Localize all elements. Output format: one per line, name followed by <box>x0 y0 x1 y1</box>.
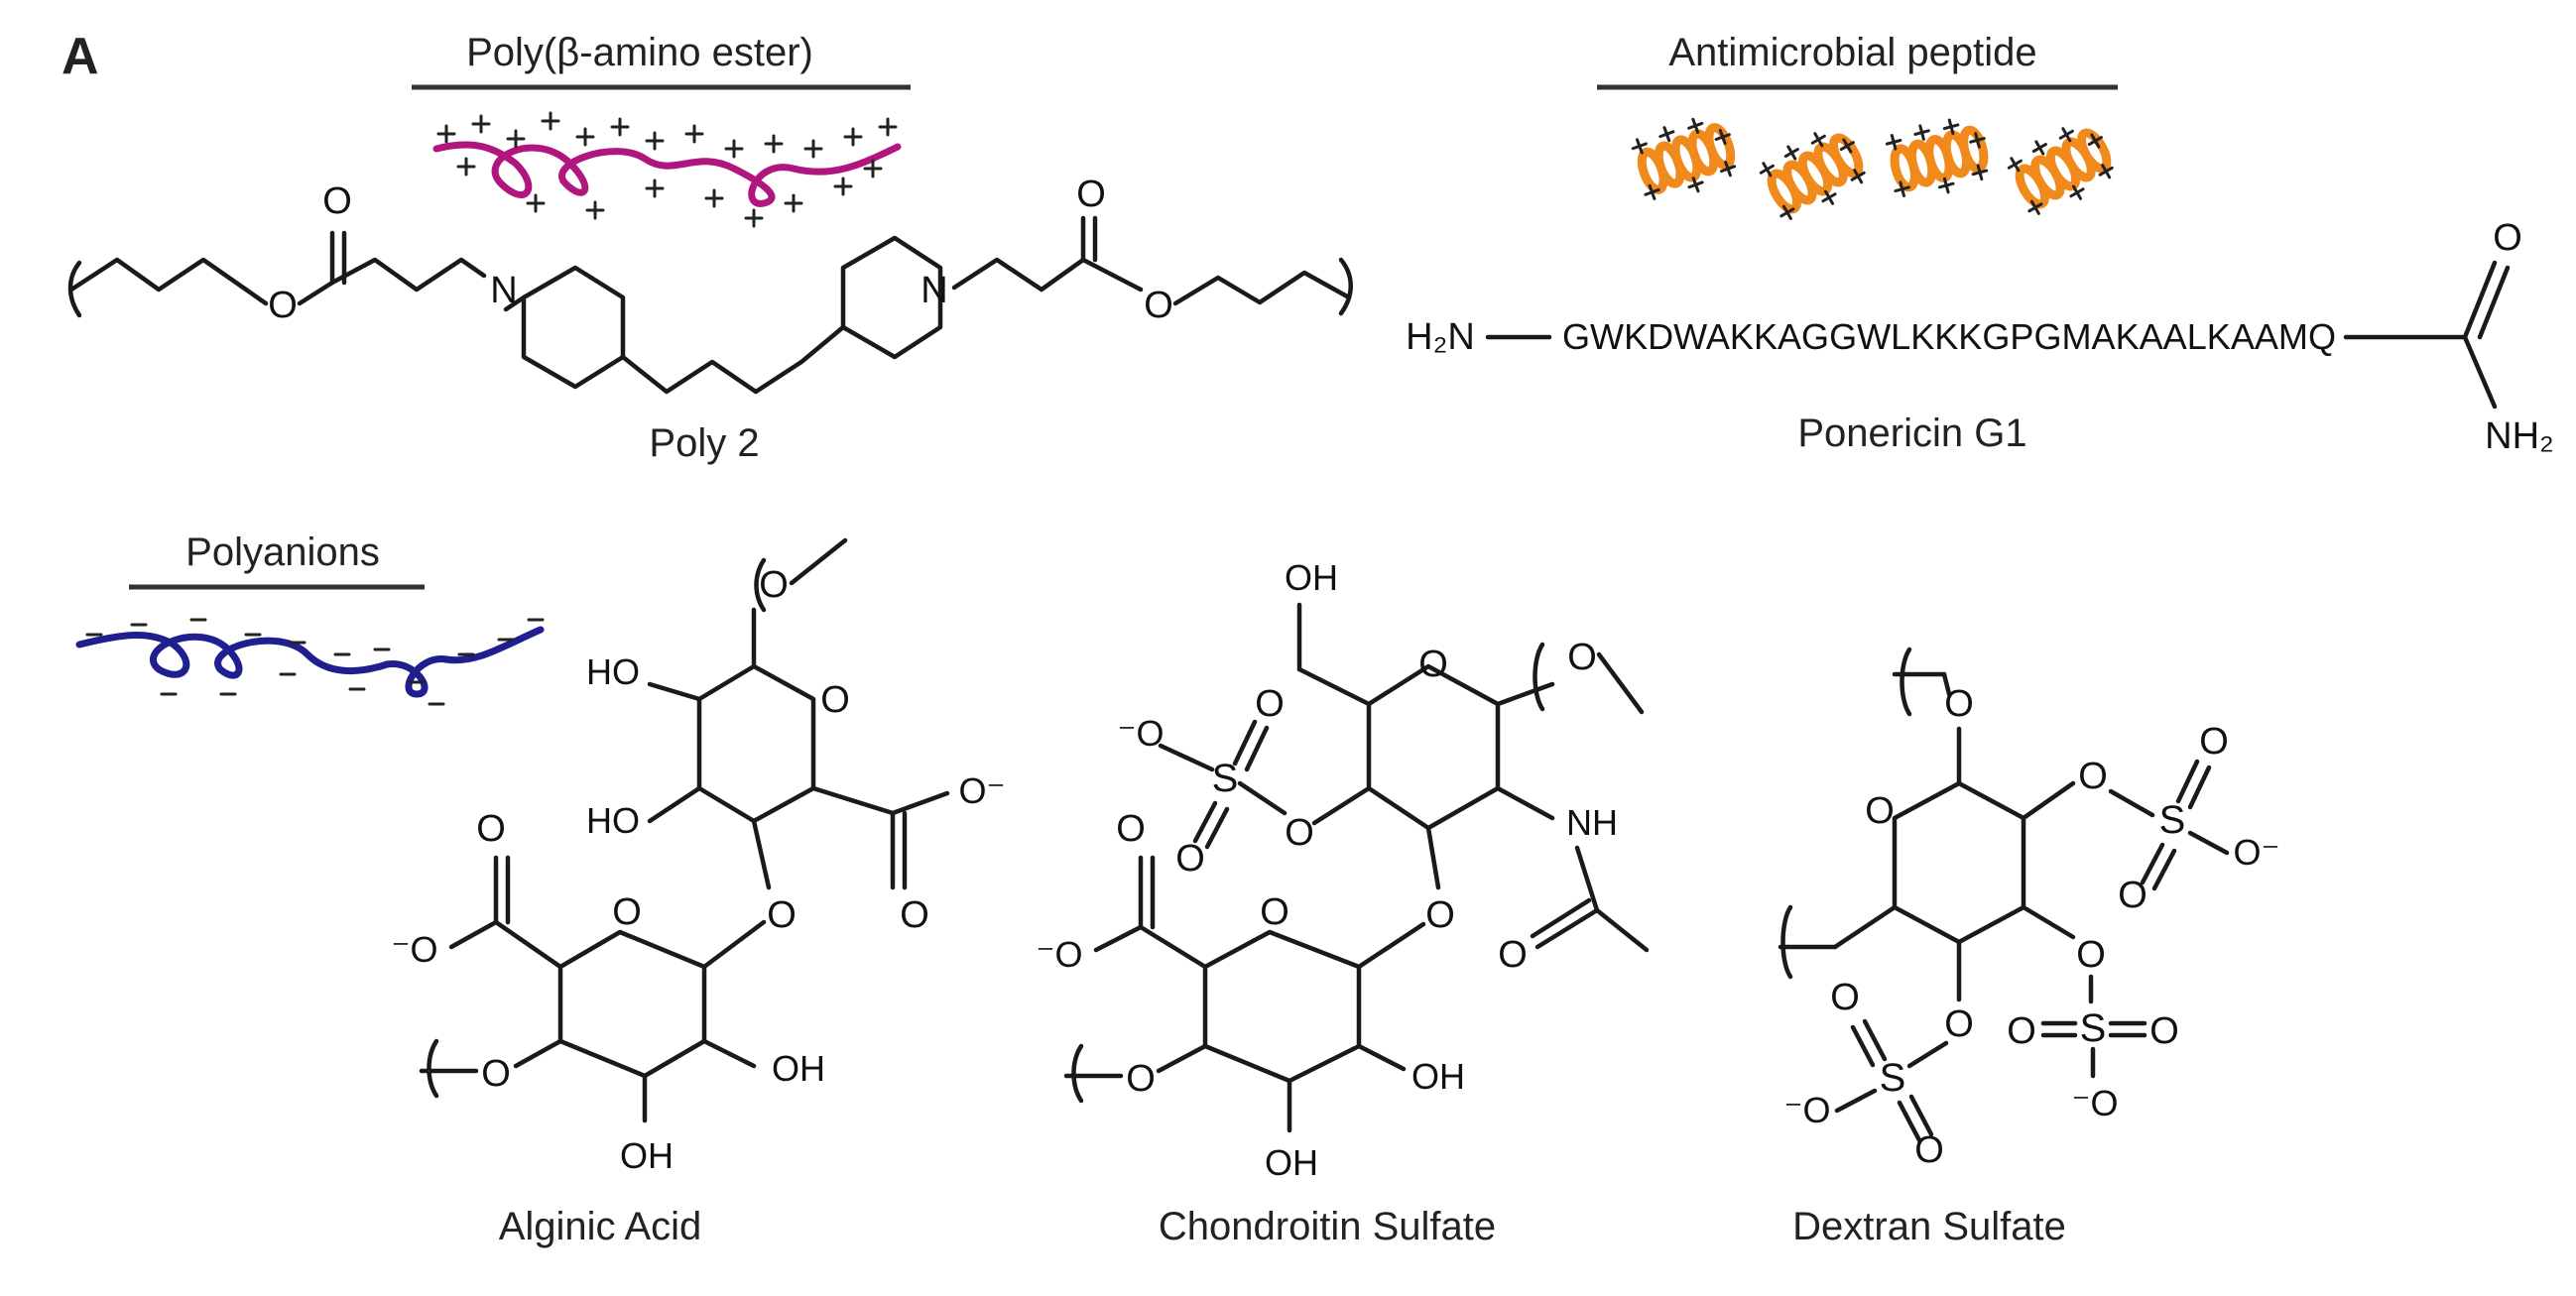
svg-text:O: O <box>1126 1058 1156 1100</box>
chondroitin-ring-top <box>1366 663 1501 831</box>
ponericin-structure: H₂N GWKDWAKKAGGWLKKKGPGMAKAALKAAMQ O NH₂… <box>1406 217 2554 457</box>
chondroitin-sulfate-name: Chondroitin Sulfate <box>1159 1205 1496 1248</box>
svg-text:O: O <box>2118 875 2147 916</box>
svg-text:O: O <box>2149 1010 2179 1052</box>
svg-text:⁻O: ⁻O <box>1117 713 1164 754</box>
polyanions-header-label: Polyanions <box>185 530 380 574</box>
svg-text:S: S <box>2159 798 2186 842</box>
pbae-header: Poly(β-amino ester) <box>412 31 911 90</box>
poly2-linker-right <box>951 257 1086 293</box>
svg-text:O: O <box>1498 934 1528 976</box>
svg-text:⁻O: ⁻O <box>1036 934 1082 975</box>
poly2-name: Poly 2 <box>649 421 759 465</box>
poly2-carbonyl-o-left: O <box>322 180 352 222</box>
svg-text:NH: NH <box>1566 802 1618 843</box>
poly2-linker-left <box>329 257 487 293</box>
amp-helix-cartoons <box>1631 117 2114 220</box>
svg-text:O: O <box>820 679 850 721</box>
svg-text:O: O <box>2078 756 2108 797</box>
poly2-ester-o-right: O <box>1144 285 1173 326</box>
svg-text:O: O <box>1418 644 1448 685</box>
svg-text:S: S <box>2080 1006 2107 1050</box>
svg-text:O: O <box>1944 683 1974 725</box>
pbae-charges <box>436 111 898 228</box>
pbae-coil-cartoon <box>432 111 902 228</box>
polyanion-charges <box>85 618 545 706</box>
poly2-carbonyl-o-right: O <box>1076 174 1106 215</box>
polyanion-coil-cartoon <box>75 618 545 706</box>
svg-text:OH: OH <box>772 1048 825 1089</box>
svg-text:OH: OH <box>1285 557 1338 598</box>
svg-text:O: O <box>1865 790 1895 832</box>
svg-text:S: S <box>1880 1056 1906 1100</box>
poly2-carbonyl-left <box>297 230 335 306</box>
amp-helix-2 <box>1759 132 1866 220</box>
svg-text:O: O <box>1260 891 1289 933</box>
ponericin-name: Ponericin G1 <box>1797 412 2026 455</box>
panel-label: A <box>61 28 99 85</box>
svg-text:⁻O: ⁻O <box>1783 1090 1830 1130</box>
ponericin-sequence: GWKDWAKKAGGWLKKKGPGMAKAALKAAMQ <box>1562 316 2336 357</box>
poly2-n-right: N <box>920 270 947 311</box>
svg-text:OH: OH <box>620 1135 674 1176</box>
svg-text:O: O <box>1116 808 1146 850</box>
svg-text:O: O <box>1914 1129 1944 1171</box>
svg-text:O: O <box>767 894 797 936</box>
polyanions-header: Polyanions <box>129 530 425 590</box>
pbae-header-label: Poly(β-amino ester) <box>466 31 813 74</box>
svg-text:O: O <box>2007 1010 2036 1052</box>
amp-header: Antimicrobial peptide <box>1597 31 2118 90</box>
svg-text:OH: OH <box>1265 1142 1318 1183</box>
ponericin-c-terminus-nh2: NH₂ <box>2485 415 2554 457</box>
svg-text:OH: OH <box>1411 1056 1465 1097</box>
svg-text:⁻O: ⁻O <box>2071 1083 2118 1123</box>
poly2-left-chain <box>68 257 269 306</box>
amp-helix-4 <box>2007 127 2114 215</box>
poly2-right-bracket <box>1338 257 1353 316</box>
svg-text:O⁻: O⁻ <box>2233 832 2279 873</box>
svg-text:O: O <box>759 564 789 606</box>
svg-text:O: O <box>481 1053 511 1095</box>
poly2-propyl-bridge <box>620 324 846 395</box>
svg-text:O: O <box>1944 1003 1974 1045</box>
svg-text:O: O <box>900 894 929 936</box>
poly2-ester-o-left: O <box>268 285 298 326</box>
svg-text:O: O <box>1830 977 1860 1018</box>
amp-helix-1 <box>1631 117 1737 200</box>
svg-text:O: O <box>612 891 642 933</box>
dextran-sulfate-structure: O O O S O O⁻ O O S O O ⁻O O <box>1778 647 2280 1248</box>
chondroitin-ring-bottom <box>1202 929 1362 1084</box>
alginic-ring-top <box>696 663 816 824</box>
ponericin-c-terminus-o: O <box>2493 217 2522 259</box>
dextran-sulfate-name: Dextran Sulfate <box>1792 1205 2066 1248</box>
svg-text:O: O <box>1255 683 1285 725</box>
amp-header-label: Antimicrobial peptide <box>1668 31 2036 74</box>
svg-text:O: O <box>1175 838 1205 880</box>
ponericin-n-terminus: H₂N <box>1406 316 1475 358</box>
svg-text:O: O <box>476 808 506 850</box>
svg-text:O: O <box>1285 812 1314 854</box>
svg-text:HO: HO <box>586 800 640 841</box>
svg-text:O: O <box>1425 894 1455 936</box>
alginic-ring-bottom <box>557 929 707 1079</box>
chondroitin-sulfate-structure: O OH O NH O O S ⁻O O O O O <box>1036 557 1650 1248</box>
svg-text:⁻O: ⁻O <box>391 929 437 970</box>
poly2-piperidine-left <box>521 265 626 390</box>
svg-text:O: O <box>2076 934 2106 976</box>
poly2-right-chain <box>1172 270 1352 306</box>
poly2-structure: O O N N O O Poly 2 <box>67 174 1353 465</box>
svg-text:HO: HO <box>586 651 640 692</box>
svg-text:O: O <box>2199 721 2229 763</box>
alginic-acid-name: Alginic Acid <box>499 1205 702 1248</box>
dextran-ring <box>1892 780 2026 945</box>
poly2-piperidine-right <box>840 235 943 360</box>
amp-helix-3 <box>1885 118 1989 197</box>
alginic-acid-structure: O O HO HO O⁻ O O O O ⁻O O OH OH <box>391 537 1006 1248</box>
svg-text:O: O <box>1567 637 1597 678</box>
svg-text:O⁻: O⁻ <box>958 770 1005 811</box>
